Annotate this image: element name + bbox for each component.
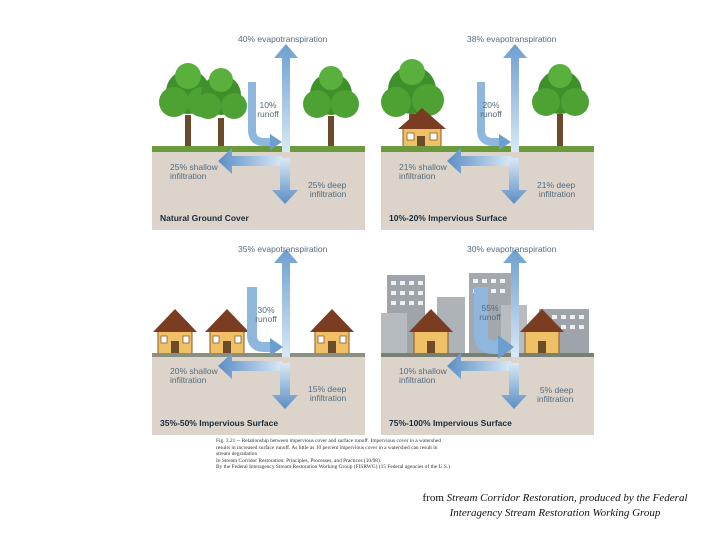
evapotranspiration-label: 30% evapotranspiration xyxy=(467,244,557,254)
credit-prefix: from xyxy=(422,492,447,504)
runoff-label: 20%runoff xyxy=(480,100,502,119)
runoff-arrow xyxy=(248,82,270,146)
evapotranspiration-label: 35% evapotranspiration xyxy=(238,244,328,254)
runoff-label: 30%runoff xyxy=(255,305,277,324)
source-credit: from Stream Corridor Restoration, produc… xyxy=(400,491,710,521)
caption-line: By the Federal Interagency Stream Restor… xyxy=(216,464,450,471)
tree-icon xyxy=(381,59,444,150)
runoff-arrow xyxy=(477,82,499,146)
evapotranspiration-arrow xyxy=(274,44,298,152)
credit-rest: , produced by the Federal xyxy=(573,492,688,504)
evapotranspiration-label: 38% evapotranspiration xyxy=(467,34,557,44)
tree-icon xyxy=(195,68,247,150)
deep-infiltration-arrow xyxy=(272,158,298,204)
panel-title: 10%-20% Impervious Surface xyxy=(389,213,508,223)
house-icon xyxy=(520,309,564,356)
credit-title: Stream Corridor Restoration xyxy=(446,492,574,504)
panel-illustration xyxy=(381,235,594,435)
panel-illustration xyxy=(381,30,594,230)
shallow-infiltration-arrow xyxy=(447,353,511,379)
evapotranspiration-arrow xyxy=(503,249,527,357)
panel-title: 75%-100% Impervious Surface xyxy=(389,418,512,428)
panel-75-100-impervious: 30% evapotranspiration 55%runoff 10% sha… xyxy=(381,235,594,435)
shallow-infiltration-arrow xyxy=(218,148,282,174)
tree-icon xyxy=(303,66,359,150)
panel-35-50-impervious: 35% evapotranspiration 30%runoff 20% sha… xyxy=(152,235,365,435)
caption-line: Fig. 3.21 -- Relationship between imperv… xyxy=(216,438,441,444)
runoff-arrow xyxy=(247,287,270,352)
house-icon xyxy=(205,309,249,356)
shallow-infiltration-arrow xyxy=(447,148,511,174)
house-icon xyxy=(409,309,453,356)
tree-icon xyxy=(532,64,589,150)
house-icon xyxy=(153,309,197,356)
deep-infiltration-arrow xyxy=(272,363,298,409)
runoff-label: 10%runoff xyxy=(257,100,279,119)
house-icon xyxy=(398,108,446,151)
panel-natural-ground-cover: 40% evapotranspiration 10%runoff 25% sha… xyxy=(152,30,365,230)
panel-illustration xyxy=(152,30,365,230)
panel-10-20-impervious: 38% evapotranspiration 20%runoff 21% sha… xyxy=(381,30,594,230)
figure-caption: Fig. 3.21 -- Relationship between imperv… xyxy=(216,438,536,471)
evapotranspiration-arrow xyxy=(274,249,298,357)
caption-line: In Stream Corridor Restoration: Principl… xyxy=(216,457,382,464)
evapotranspiration-label: 40% evapotranspiration xyxy=(238,34,328,44)
runoff-arrow xyxy=(474,287,499,354)
credit-rest-line2: Interagency Stream Restoration Working G… xyxy=(449,507,661,519)
panel-title: Natural Ground Cover xyxy=(160,213,249,223)
shallow-infiltration-arrow xyxy=(218,353,282,379)
deep-infiltration-arrow xyxy=(501,363,527,409)
runoff-label: 55%runoff xyxy=(479,303,501,322)
deep-infiltration-arrow xyxy=(501,158,527,204)
evapotranspiration-arrow xyxy=(503,44,527,152)
caption-line: stream degradation xyxy=(216,451,258,458)
caption-line: results in increased surface runoff. As … xyxy=(216,444,438,451)
house-icon xyxy=(310,309,354,356)
panel-illustration xyxy=(152,235,365,435)
panel-title: 35%-50% Impervious Surface xyxy=(160,418,279,428)
